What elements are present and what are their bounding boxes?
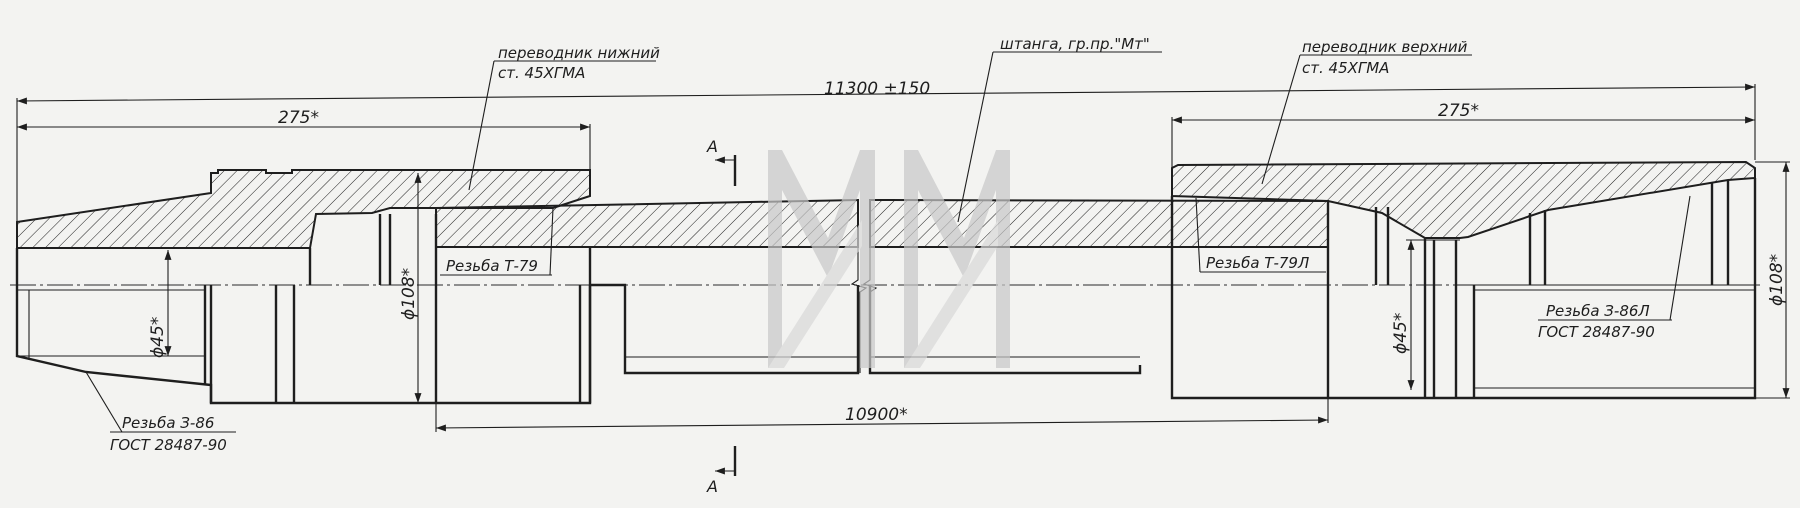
dim-rod-text: 10900* <box>845 405 908 425</box>
dim-overall-text: 11300 ±150 <box>824 79 930 99</box>
dim-lower-od-text: ϕ108* <box>399 268 419 320</box>
label-upper-sub-material: ст. 45ХГМА <box>1302 59 1389 77</box>
dim-upper-bore-text: ϕ45* <box>1391 313 1411 354</box>
label-thread-z86l-gost: ГОСТ 28487-90 <box>1538 323 1655 341</box>
label-rod: штанга, гр.пр."Мт" <box>1000 35 1150 53</box>
callouts: переводник нижний ст. 45ХГМА штанга, гр.… <box>85 35 1691 454</box>
rod-outline-bottom-left <box>590 283 860 375</box>
dim-lower-bore-text: ϕ45* <box>148 317 168 358</box>
leader-lower-sub <box>468 60 495 191</box>
leader-thread-z86 <box>85 371 123 433</box>
upper-sub-outline-bottom <box>1170 178 1757 400</box>
section-mark-bottom-text: А <box>706 477 718 496</box>
label-thread-z86-gost: ГОСТ 28487-90 <box>110 436 227 454</box>
leader-thread-t79l <box>1195 197 1201 273</box>
label-lower-sub-material: ст. 45ХГМА <box>498 64 585 82</box>
label-thread-t79l: Резьба Т-79Л <box>1206 254 1309 272</box>
section-mark-top-text: А <box>706 137 718 156</box>
label-thread-z86l: Резьба З-86Л <box>1546 302 1650 320</box>
lower-sub-section-hatch <box>16 169 591 249</box>
leader-thread-z86l <box>1669 195 1691 321</box>
dim-lower-sub-text: 275* <box>278 108 319 128</box>
section-marks: А А <box>706 137 737 496</box>
leader-thread-t79 <box>549 207 554 276</box>
dim-rod-line <box>435 416 1329 432</box>
dimensions: 11300 ±150 275* 275* 10900* ϕ45* ϕ108* ϕ… <box>16 79 1790 432</box>
upper-sub <box>1170 160 1757 400</box>
rod <box>435 198 1329 375</box>
upper-sub-section-hatch <box>1171 160 1756 239</box>
lower-sub <box>15 169 592 405</box>
leader-upper-sub <box>1261 54 1301 185</box>
dim-upper-sub-text: 275* <box>1438 101 1479 121</box>
dim-overall-line <box>16 83 1756 105</box>
label-upper-sub: переводник верхний <box>1302 38 1468 56</box>
leader-rod <box>957 51 994 223</box>
label-thread-t79: Резьба Т-79 <box>446 257 538 275</box>
dim-upper-od-text: ϕ108* <box>1767 254 1787 306</box>
label-thread-z86: Резьба З-86 <box>122 414 214 432</box>
watermark-logo <box>768 150 1010 368</box>
label-lower-sub: переводник нижний <box>498 44 660 62</box>
